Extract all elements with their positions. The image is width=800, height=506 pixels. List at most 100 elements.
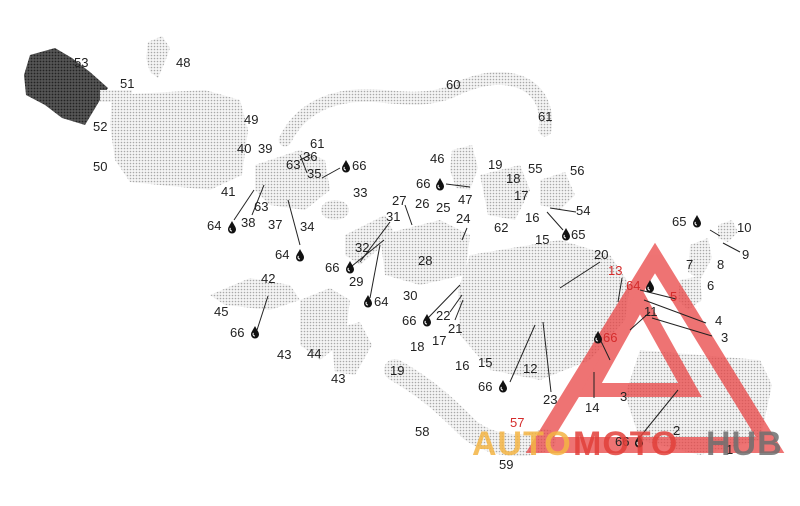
- label-66-d: 66: [230, 325, 244, 340]
- leader-lines: [233, 154, 741, 438]
- label-1: 1: [726, 442, 733, 457]
- label-36: 36: [303, 149, 317, 164]
- label-26: 26: [415, 196, 429, 211]
- label-65-a: 65: [571, 227, 585, 242]
- label-3-b: 3: [620, 389, 627, 404]
- label-17-b: 17: [432, 333, 446, 348]
- part-28-manifold: [380, 220, 470, 285]
- label-66-f: 66: [603, 330, 617, 345]
- oil-drop-icon: [345, 260, 355, 274]
- part-18: [480, 165, 530, 220]
- label-27: 27: [392, 193, 406, 208]
- part-58-pipe: [384, 359, 556, 457]
- part-10: [718, 220, 738, 242]
- labels: 53 48 51 52 50 49 40 39 41 38 64 37 63 6…: [74, 55, 751, 472]
- part-20-exhaust: [458, 240, 630, 380]
- part-60-hose: [278, 71, 553, 147]
- part-32: [345, 215, 395, 265]
- label-66-e: 66: [402, 313, 416, 328]
- label-64-d: 64: [626, 278, 640, 293]
- part-12: [520, 320, 575, 365]
- label-7: 7: [686, 257, 693, 272]
- label-65-b: 65: [672, 214, 686, 229]
- label-8: 8: [717, 257, 724, 272]
- label-33: 33: [353, 185, 367, 200]
- label-24: 24: [456, 211, 470, 226]
- label-47: 47: [458, 192, 472, 207]
- label-55: 55: [528, 161, 542, 176]
- label-5: 5: [670, 289, 677, 304]
- label-4: 4: [715, 313, 722, 328]
- label-19-b: 19: [390, 363, 404, 378]
- label-64-c: 64: [374, 294, 388, 309]
- oil-drop-icon: [295, 248, 305, 262]
- label-19-a: 19: [488, 157, 502, 172]
- label-20: 20: [594, 247, 608, 262]
- label-10: 10: [737, 220, 751, 235]
- label-15-a: 15: [535, 232, 549, 247]
- label-11: 11: [644, 304, 658, 319]
- label-66-b: 66: [416, 176, 430, 191]
- label-45: 45: [214, 304, 228, 319]
- part-36-throttle: [255, 150, 330, 210]
- label-43-a: 43: [277, 347, 291, 362]
- watermark-logo: [525, 242, 785, 453]
- label-18-a: 18: [506, 171, 520, 186]
- part-46: [450, 145, 478, 190]
- oil-drop-icon: [227, 220, 237, 234]
- label-42: 42: [261, 271, 275, 286]
- label-46: 46: [430, 151, 444, 166]
- label-66-g: 66: [478, 379, 492, 394]
- label-22: 22: [436, 308, 450, 323]
- label-61-a: 61: [310, 136, 324, 151]
- label-13: 13: [608, 263, 622, 278]
- watermark-hub: HUB: [706, 425, 783, 463]
- triangle-inner: [578, 285, 702, 397]
- label-6: 6: [707, 278, 714, 293]
- label-43-b: 43: [331, 371, 345, 386]
- part-53-pad: [24, 48, 108, 125]
- label-54: 54: [576, 203, 590, 218]
- label-3-a: 3: [721, 330, 728, 345]
- label-29: 29: [349, 274, 363, 289]
- oil-drop-icon: [692, 214, 702, 228]
- label-15-b: 15: [478, 355, 492, 370]
- label-23: 23: [543, 392, 557, 407]
- label-35: 35: [307, 166, 321, 181]
- label-53: 53: [74, 55, 88, 70]
- label-16-a: 16: [525, 210, 539, 225]
- label-66-a: 66: [352, 158, 366, 173]
- label-9: 9: [742, 247, 749, 262]
- label-56: 56: [570, 163, 584, 178]
- part-33: [321, 200, 349, 220]
- parts-artwork: [24, 36, 772, 457]
- oil-drop-icon: [363, 294, 373, 308]
- label-39: 39: [258, 141, 272, 156]
- label-60: 60: [446, 77, 460, 92]
- label-28: 28: [418, 253, 432, 268]
- label-61-b: 61: [538, 109, 552, 124]
- watermark-auto: AUTO: [472, 425, 572, 463]
- watermark-moto: MOTO: [573, 425, 678, 463]
- label-21: 21: [448, 321, 462, 336]
- label-18-b: 18: [410, 339, 424, 354]
- label-58: 58: [415, 424, 429, 439]
- label-34: 34: [300, 219, 314, 234]
- label-51: 51: [120, 76, 134, 91]
- label-50: 50: [93, 159, 107, 174]
- label-2: 2: [673, 423, 680, 438]
- triangle-outer: [525, 242, 785, 453]
- label-59: 59: [499, 457, 513, 472]
- part-43: [330, 322, 372, 375]
- label-48: 48: [176, 55, 190, 70]
- label-37: 37: [268, 217, 282, 232]
- label-66-c: 66: [325, 260, 339, 275]
- label-63-b: 63: [286, 157, 300, 172]
- label-32: 32: [355, 240, 369, 255]
- label-40: 40: [237, 141, 251, 156]
- part-7: [688, 238, 712, 280]
- oil-drop-icon: [341, 159, 351, 173]
- label-31: 31: [386, 209, 400, 224]
- label-44: 44: [307, 346, 321, 361]
- label-64-a: 64: [207, 218, 221, 233]
